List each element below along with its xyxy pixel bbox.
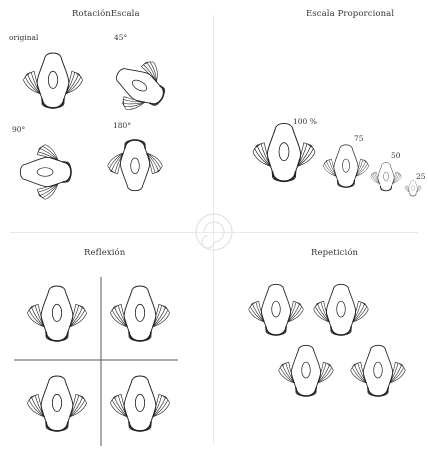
spiral-watermark-icon — [196, 214, 232, 250]
motif-repetition-1-icon — [249, 284, 304, 335]
motif-reflection-bottom-right-icon — [110, 376, 169, 431]
motif-reflection-top-left-icon — [27, 286, 86, 341]
motif-repetition-2-icon — [314, 284, 369, 335]
motif-scale-50-icon — [371, 163, 401, 191]
motif-scale-25-icon — [405, 181, 422, 197]
motif-scale-100-icon — [253, 123, 315, 181]
motif-reflection-bottom-left-icon — [27, 376, 86, 431]
motif-rotated-45-icon — [104, 49, 175, 122]
motif-repetition-3-icon — [279, 345, 334, 396]
motif-rotated-180-icon — [108, 140, 163, 191]
motif-rotated-90-icon — [20, 145, 71, 200]
motif-reflection-top-right-icon — [110, 286, 169, 341]
motif-original-icon — [23, 53, 82, 108]
motif-scale-75-icon — [323, 145, 369, 187]
motif-repetition-4-icon — [351, 345, 406, 396]
